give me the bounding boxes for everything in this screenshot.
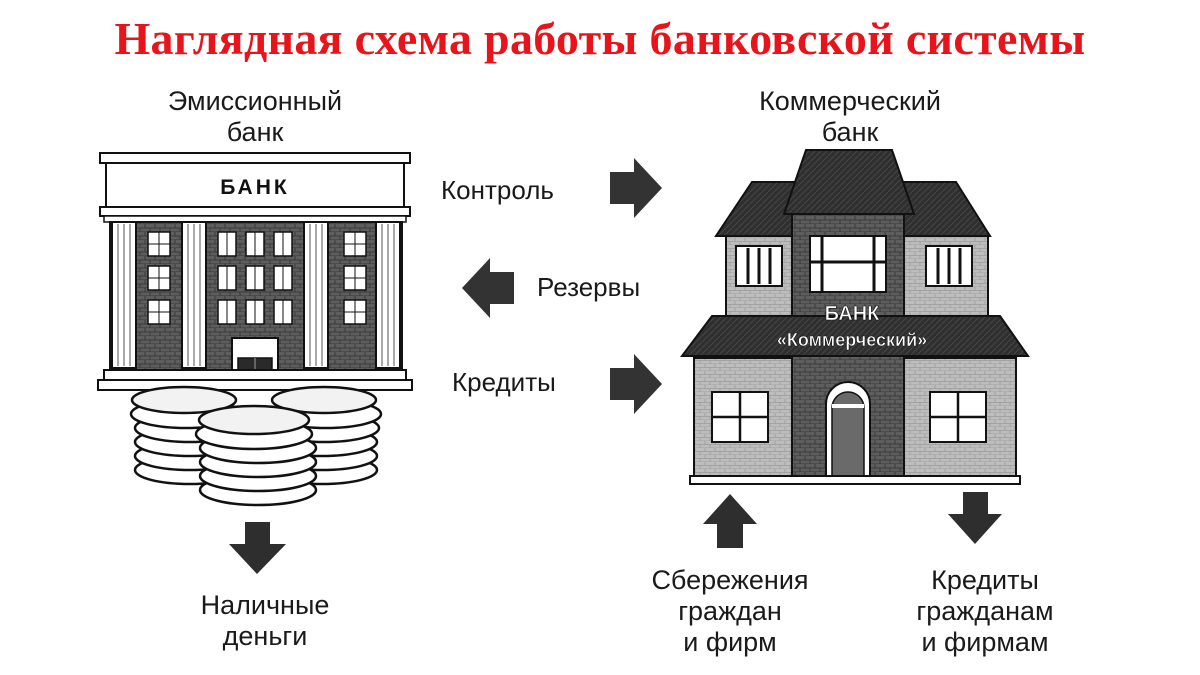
commercial-bank-sign-line1: БАНК [825,303,881,325]
arrow-down-icon [229,522,286,574]
commercial-bank-building: БАНК «Коммерческий» [680,149,1030,485]
cash-caption: Наличные деньги [150,590,380,652]
commercial-bank-sign-line2: «Коммерческий» [777,330,927,350]
emission-bank-window-mullions [148,232,366,324]
commercial-bank-caption: Коммерческий банк [700,86,1000,148]
arrow-right-icon [610,354,662,414]
cash-caption-line: деньги [222,621,308,651]
loans-out-caption-line: и фирмам [921,627,1049,657]
emission-bank-caption: Эмиссионный банк [110,86,400,148]
loans-out-caption: Кредиты гражданам и фирмам [870,565,1100,658]
emission-bank-caption-line: банк [226,117,284,147]
control-label: Контроль [441,175,554,205]
loans-out-caption-line: Кредиты [931,565,1039,595]
arrow-up-icon [703,494,757,548]
savings-caption-line: и фирм [683,627,777,657]
arrow-right-icon [610,158,662,218]
emission-bank-sign: БАНК [220,176,289,199]
commercial-bank-caption-line: банк [821,117,879,147]
coin-stacks-icon [129,385,383,507]
savings-caption-line: граждан [678,596,782,626]
cash-caption-line: Наличные [200,590,330,620]
credits-label: Кредиты [452,367,556,397]
savings-caption: Сбережения граждан и фирм [620,565,840,658]
emission-bank-building [97,152,413,391]
commercial-bank-caption-line: Коммерческий [759,86,941,116]
emission-bank-caption-line: Эмиссионный [167,86,343,116]
arrow-left-icon [462,258,514,318]
arrow-down-icon [948,492,1002,544]
reserves-label: Резервы [537,272,641,302]
savings-caption-line: Сбережения [651,565,809,595]
loans-out-caption-line: гражданам [916,596,1054,626]
diagram-title: Наглядная схема работы банковской систем… [114,13,1086,64]
